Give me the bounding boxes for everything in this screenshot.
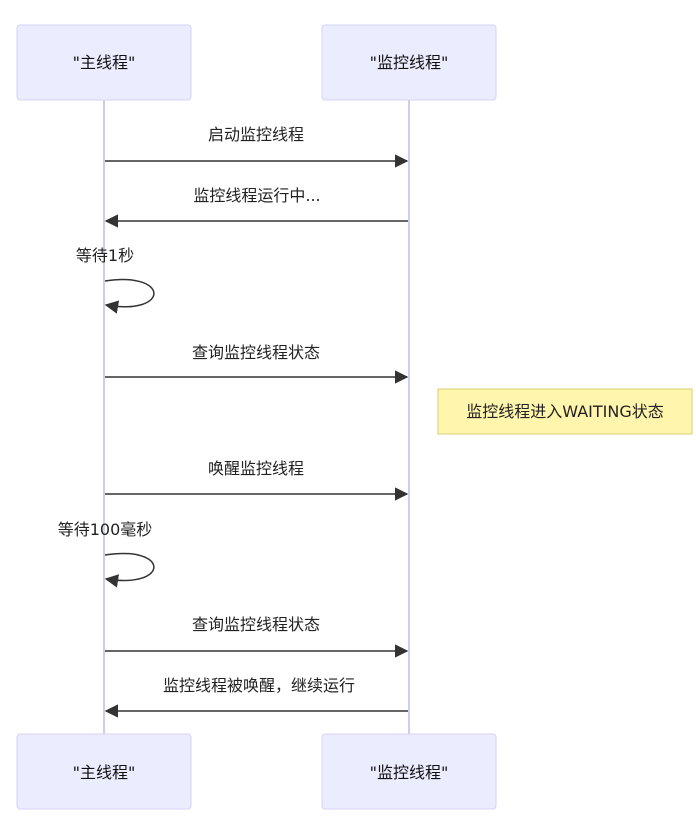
- message-3-label: 等待1秒: [76, 246, 134, 265]
- message-3-arrow: [104, 278, 155, 314]
- actor-monitor-top: "监控线程": [321, 24, 497, 101]
- actor-main-top-label: "主线程": [73, 53, 136, 72]
- actor-main-bottom: "主线程": [16, 733, 192, 810]
- message-4-label: 查询监控线程状态: [192, 343, 320, 362]
- actor-monitor-bottom-label: "监控线程": [370, 763, 449, 782]
- message-6-label: 等待100毫秒: [58, 520, 153, 539]
- actor-main-top: "主线程": [16, 24, 192, 101]
- message-8-label: 监控线程被唤醒，继续运行: [163, 676, 355, 695]
- message-5-label: 唤醒监控线程: [208, 459, 304, 478]
- actor-monitor-bottom: "监控线程": [321, 733, 497, 810]
- message-7-label: 查询监控线程状态: [192, 615, 320, 634]
- actor-monitor-top-label: "监控线程": [370, 53, 449, 72]
- message-2-label: 监控线程运行中...: [193, 186, 320, 205]
- note: 监控线程进入WAITING状态: [437, 388, 693, 435]
- message-1-label: 启动监控线程: [208, 125, 304, 144]
- actor-main-bottom-label: "主线程": [73, 763, 136, 782]
- message-6-arrow: [104, 552, 155, 588]
- note-text: 监控线程进入WAITING状态: [466, 402, 663, 421]
